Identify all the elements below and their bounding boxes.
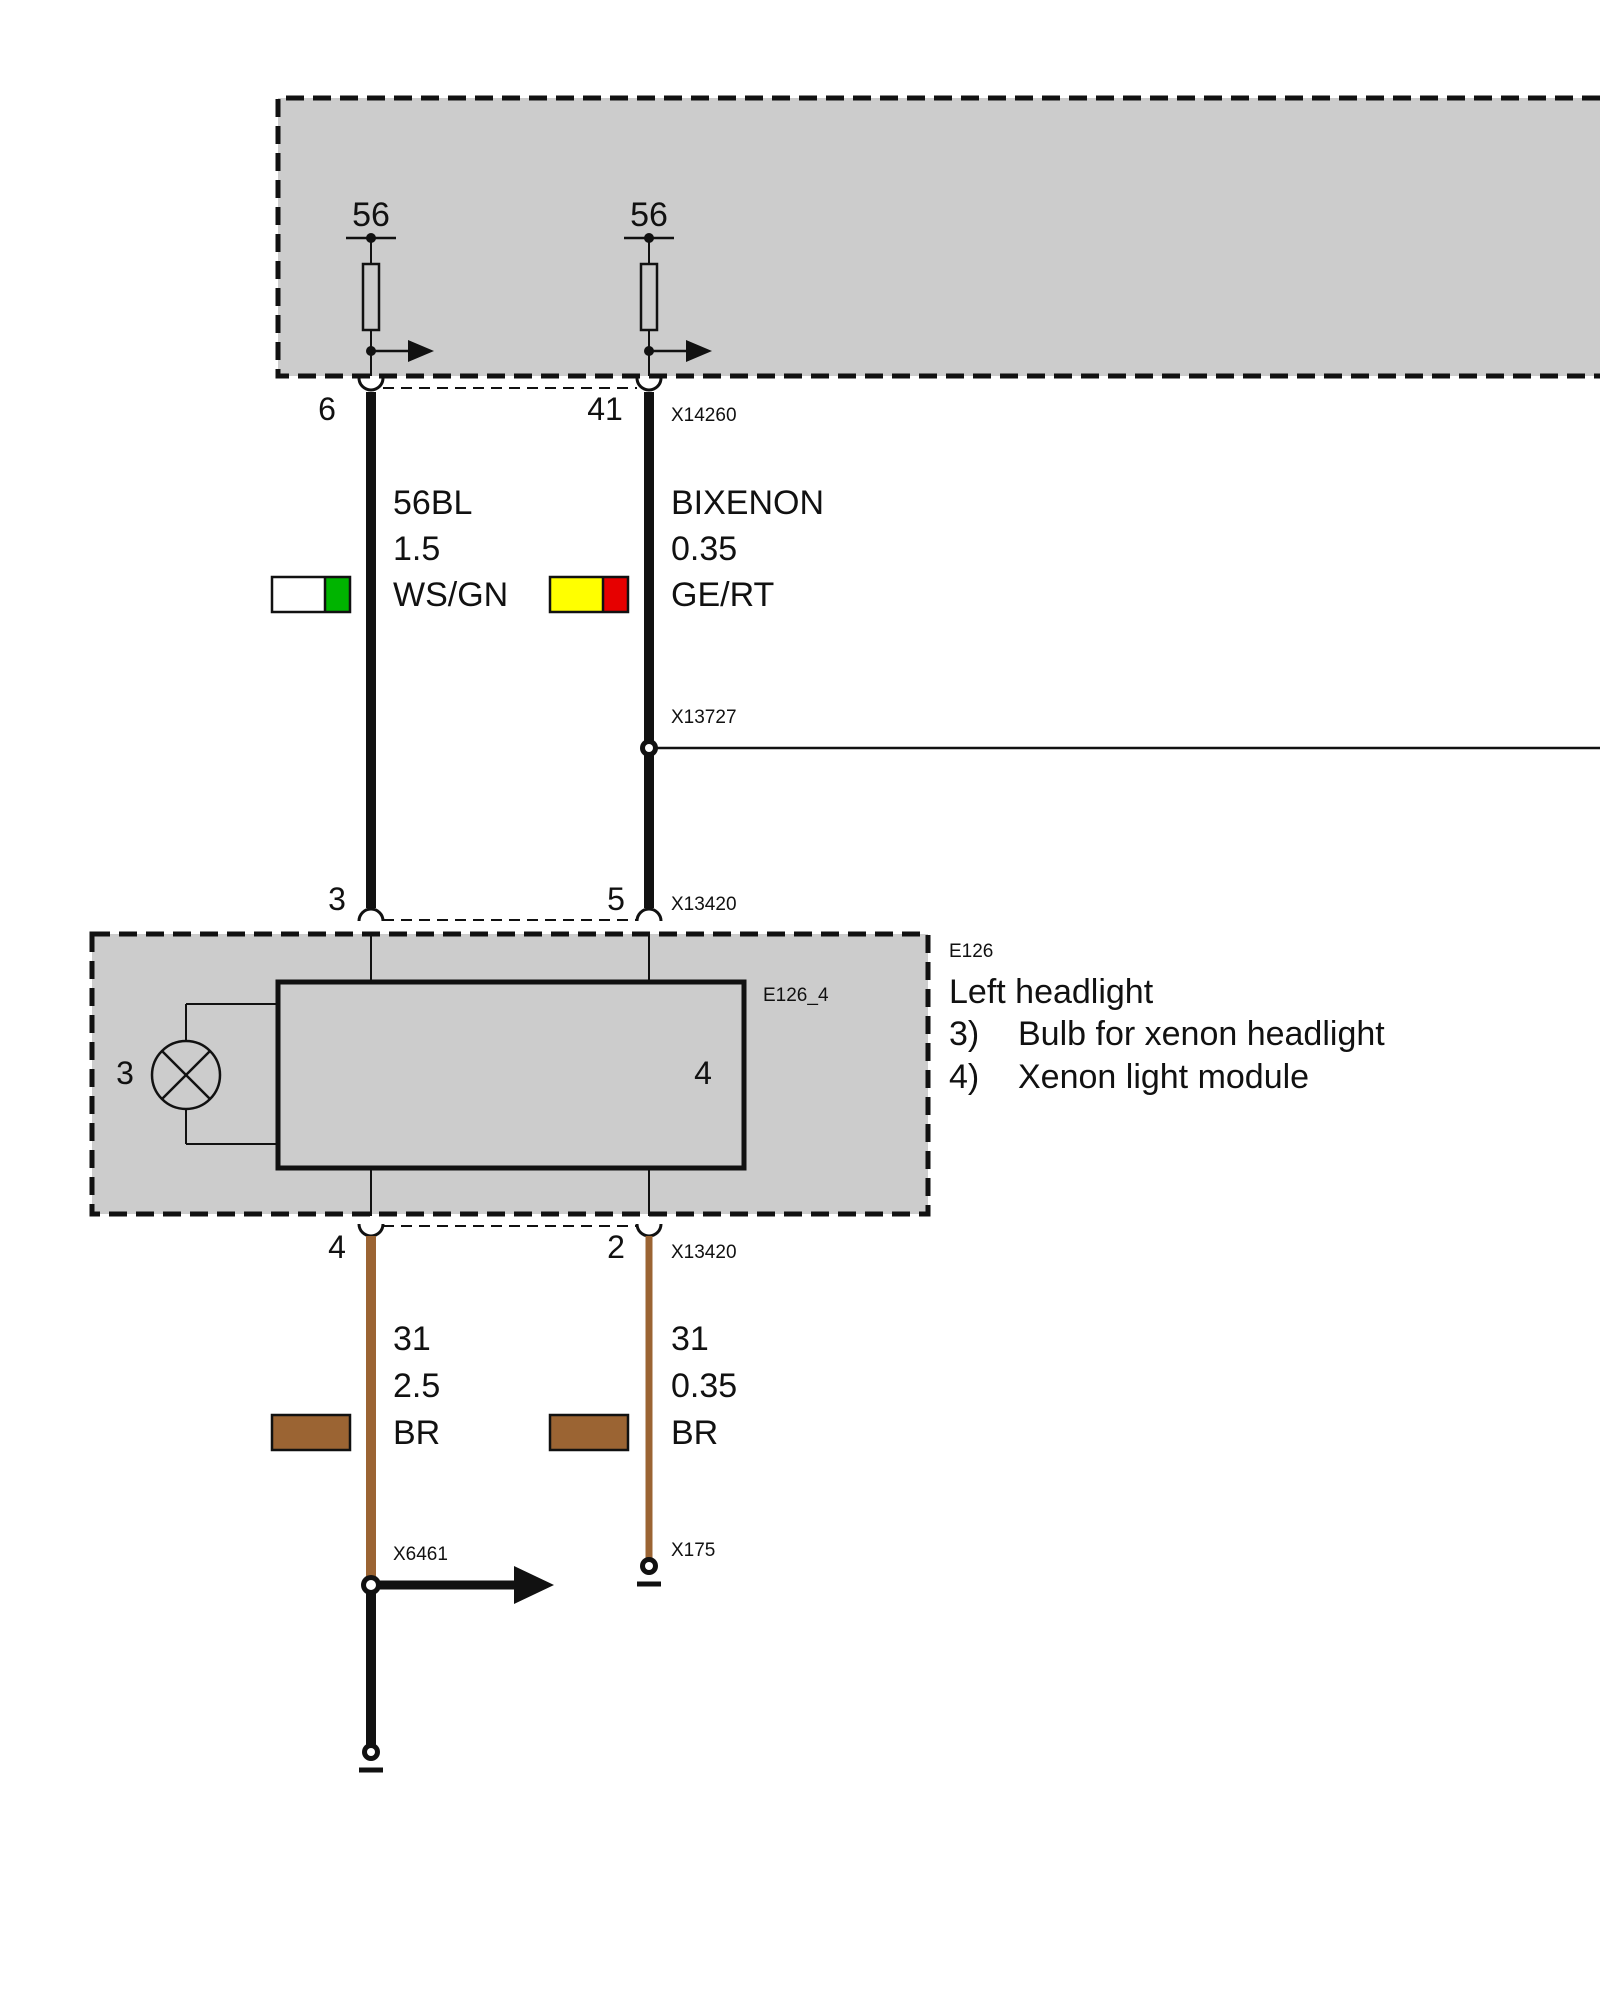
- arrow-right-icon: [408, 340, 434, 362]
- wire-name: 56BL: [393, 484, 472, 522]
- arrow-right-icon: [514, 1566, 554, 1604]
- connector-label: X13420: [671, 1242, 737, 1263]
- wire-name: 31: [671, 1320, 709, 1358]
- terminal-label: 56: [630, 196, 668, 234]
- bulb-number: 3: [116, 1055, 134, 1091]
- item-text: Bulb for xenon headlight: [1018, 1015, 1385, 1053]
- control-unit: 56 56: [275, 95, 1600, 379]
- pin-label: 41: [587, 391, 623, 427]
- wire-gauge: 2.5: [393, 1367, 440, 1405]
- wire-color-swatch: [548, 1413, 630, 1452]
- connector-x13420-top: 3 5 X13420: [328, 881, 737, 922]
- arrow-right-icon: [686, 340, 712, 362]
- connector-x14260: 6 41 X14260: [318, 377, 737, 427]
- wire-color-code: WS/GN: [393, 576, 508, 614]
- pin-label: 4: [328, 1229, 346, 1265]
- wire-color-swatch: [270, 1413, 352, 1452]
- connector-label: X6461: [393, 1544, 448, 1565]
- module-id: E126_4: [763, 985, 829, 1006]
- wire-56bl: 56BL 1.5 WS/GN: [270, 392, 508, 908]
- headlight-e126: 4 E126_4 3 E126 Left headlight 3) Bulb f…: [89, 931, 1385, 1217]
- item-number: 3): [949, 1015, 979, 1053]
- wire-color-code: GE/RT: [671, 576, 774, 614]
- wire-gauge: 0.35: [671, 530, 737, 568]
- wire-bixenon: BIXENON 0.35 GE/RT X13727: [548, 392, 1600, 908]
- pin-label: 5: [607, 881, 625, 917]
- xenon-module-box: [275, 979, 747, 1171]
- terminal-56-right: 56: [624, 196, 712, 376]
- splice-x6461: X6461: [361, 1544, 554, 1755]
- component-title: Left headlight: [949, 973, 1154, 1011]
- pin-label: 3: [328, 881, 346, 917]
- item-text: Xenon light module: [1018, 1058, 1309, 1096]
- wire-31-left: 31 2.5 BR X6461: [270, 1236, 554, 1773]
- terminal-56-left: 56: [346, 196, 434, 376]
- pin-label: 2: [607, 1229, 625, 1265]
- connector-label: X13727: [671, 707, 737, 728]
- control-unit-border: [275, 95, 1600, 379]
- item-number: 4): [949, 1058, 979, 1096]
- ground-icon: [359, 1743, 383, 1773]
- wire-color-code: BR: [393, 1414, 440, 1452]
- bulb-icon: [150, 1003, 278, 1145]
- wire-gauge: 1.5: [393, 530, 440, 568]
- ground-icon: [637, 1557, 661, 1587]
- module-number: 4: [694, 1055, 712, 1091]
- pin-label: 6: [318, 391, 336, 427]
- wire-name: 31: [393, 1320, 431, 1358]
- wire-name: BIXENON: [671, 484, 824, 522]
- wire-31-right: 31 0.35 BR X175: [548, 1236, 737, 1587]
- wire-color-swatch: [270, 575, 352, 614]
- connector-label: X14260: [671, 405, 737, 426]
- wire-color-code: BR: [671, 1414, 718, 1452]
- control-unit-box: [278, 98, 1600, 376]
- wire-color-swatch: [548, 575, 630, 614]
- wire-gauge: 0.35: [671, 1367, 737, 1405]
- splice-x13727: X13727: [640, 707, 1600, 757]
- connector-label: X175: [671, 1540, 715, 1561]
- component-id: E126: [949, 941, 993, 962]
- connector-label: X13420: [671, 894, 737, 915]
- terminal-label: 56: [352, 196, 390, 234]
- connector-x13420-bottom: 4 2 X13420: [328, 1223, 737, 1265]
